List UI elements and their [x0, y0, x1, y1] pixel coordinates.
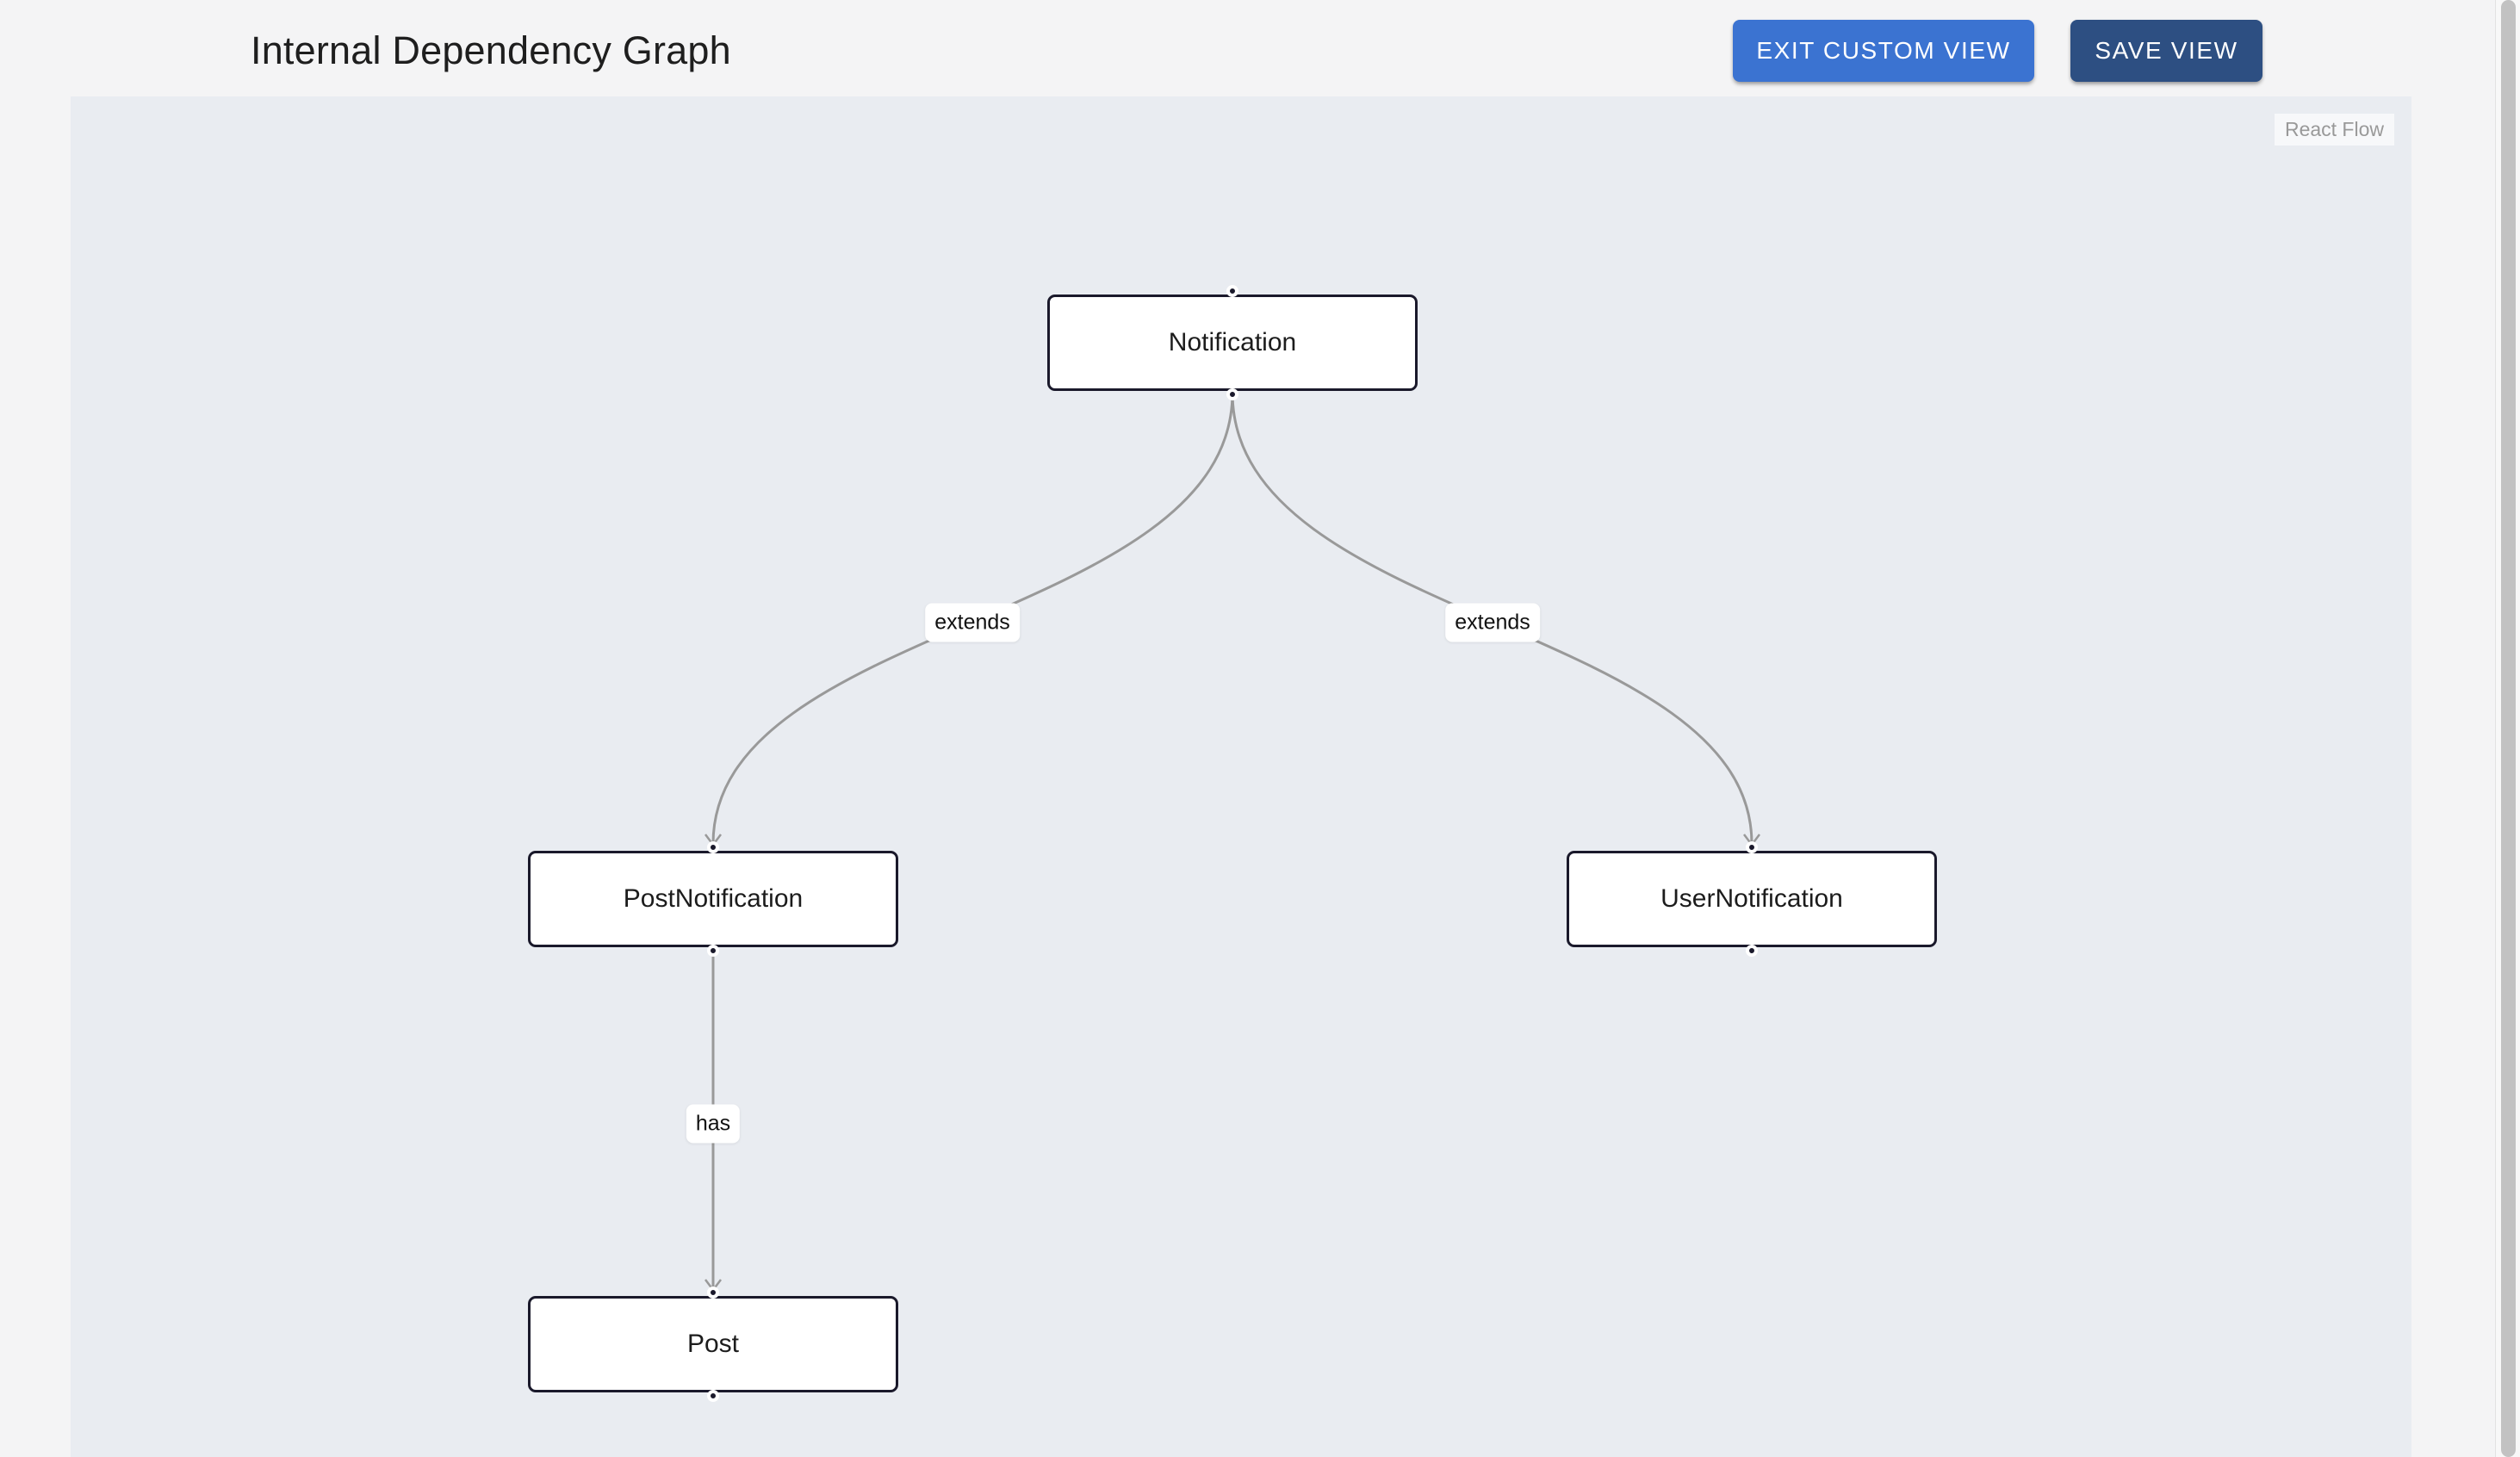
handle-top[interactable]	[1746, 841, 1758, 853]
edge-label-has: has	[686, 1104, 741, 1144]
edge-label-extends-left: extends	[925, 603, 1020, 642]
handle-top[interactable]	[1226, 285, 1238, 297]
handle-bottom[interactable]	[1746, 945, 1758, 957]
handle-top[interactable]	[707, 1286, 719, 1299]
node-label: UserNotification	[1660, 884, 1843, 913]
node-postnotification[interactable]: PostNotification	[528, 841, 898, 957]
node-post[interactable]: Post	[528, 1286, 898, 1402]
handle-top[interactable]	[707, 841, 719, 853]
handle-bottom[interactable]	[707, 945, 719, 957]
vertical-scrollbar[interactable]	[2495, 0, 2520, 1457]
node-label: Post	[686, 1330, 740, 1358]
save-view-button[interactable]: SAVE VIEW	[2070, 20, 2262, 82]
node-notification[interactable]: Notification	[1047, 285, 1418, 400]
flow-canvas[interactable]: Notification PostNotification UserNotifi…	[71, 96, 2411, 1457]
page-title: Internal Dependency Graph	[251, 28, 731, 72]
node-usernotification[interactable]: UserNotification	[1567, 841, 1937, 957]
handle-bottom[interactable]	[707, 1390, 719, 1402]
edge-label-extends-right: extends	[1445, 603, 1540, 642]
node-label: PostNotification	[623, 884, 804, 913]
scrollbar-thumb[interactable]	[2501, 0, 2516, 1457]
react-flow-attribution[interactable]: React Flow	[2274, 114, 2394, 146]
node-label: Notification	[1168, 328, 1297, 356]
exit-custom-view-button[interactable]: EXIT CUSTOM VIEW	[1733, 20, 2034, 82]
handle-bottom[interactable]	[1226, 388, 1238, 400]
